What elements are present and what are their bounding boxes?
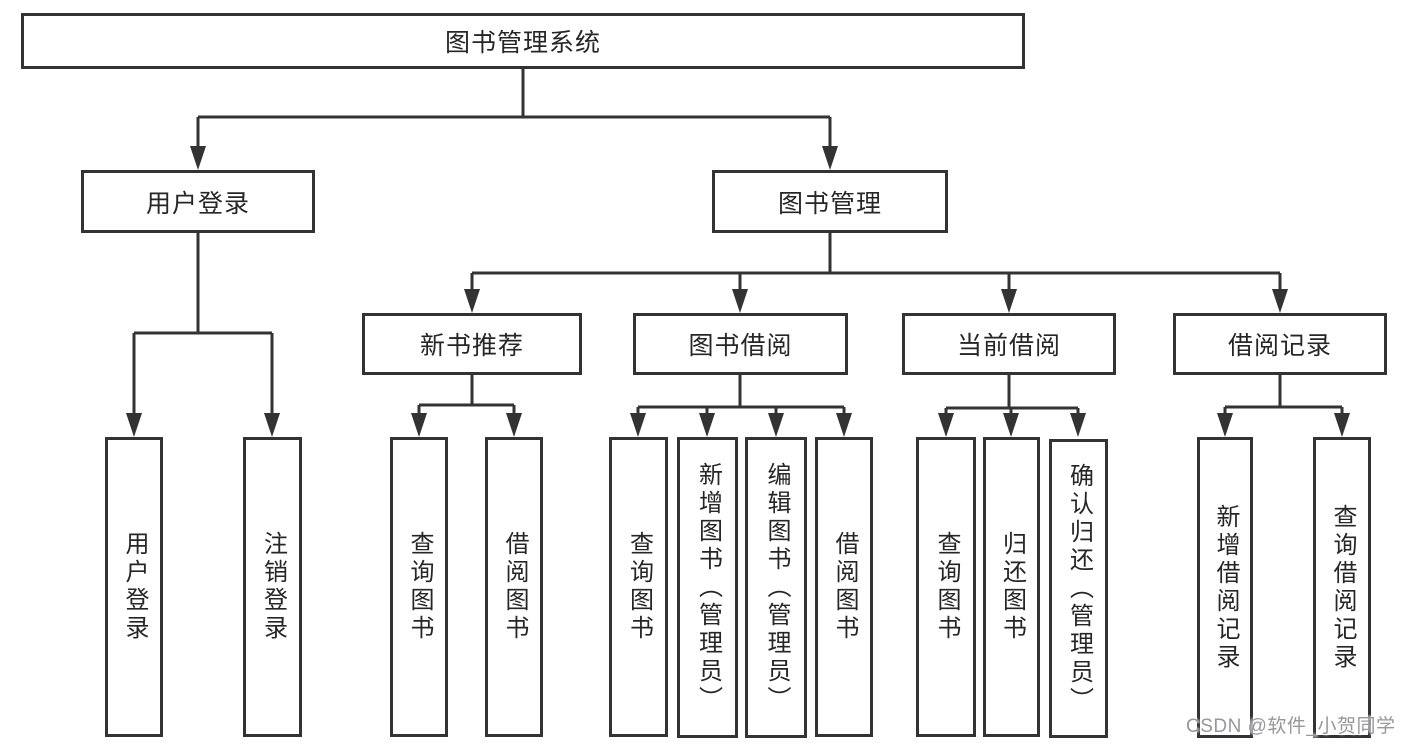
leaf-user-login-label: 用户登录: [121, 531, 148, 643]
leaf-records-add-record-label: 新增借阅记录: [1212, 503, 1239, 672]
leaf-newbook-borrow-books-label: 借阅图书: [501, 531, 528, 643]
arrowhead-icon: [126, 413, 142, 437]
arrowhead-icon: [464, 289, 480, 313]
node-user-login: 用户登录: [81, 170, 315, 233]
node-book-borrow-label: 图书借阅: [688, 332, 793, 360]
node-new-book-recommend: 新书推荐: [362, 313, 582, 375]
arrowhead-icon: [190, 146, 206, 170]
arrowhead-icon: [1070, 413, 1086, 437]
leaf-logout-login-label: 注销登录: [259, 531, 287, 643]
node-borrow-records: 借阅记录: [1173, 313, 1387, 375]
arrowhead-icon: [938, 413, 954, 437]
arrowhead-icon: [836, 413, 852, 437]
node-current-borrow: 当前借阅: [902, 313, 1116, 375]
arrowhead-icon: [822, 146, 838, 170]
arrowhead-icon: [1003, 413, 1019, 437]
leaf-records-query-record: 查询借阅记录: [1313, 437, 1371, 738]
leaf-borrow-add-books-admin: 新增图书（管理员）: [677, 437, 738, 738]
arrowhead-icon: [768, 413, 784, 437]
leaf-newbook-query-books-label: 查询图书: [406, 531, 433, 643]
leaf-current-return-books-label: 归还图书: [998, 531, 1026, 643]
leaf-borrow-query-books-label: 查询图书: [625, 531, 653, 643]
node-borrow-records-label: 借阅记录: [1227, 332, 1332, 360]
leaf-logout-login: 注销登录: [243, 437, 302, 737]
leaf-records-add-record: 新增借阅记录: [1197, 437, 1253, 738]
node-root-label: 图书管理系统: [444, 29, 601, 57]
arrowhead-icon: [699, 413, 715, 437]
leaf-borrow-borrow-books-label: 借阅图书: [831, 531, 858, 643]
node-new-book-recommend-label: 新书推荐: [419, 332, 524, 360]
leaf-user-login: 用户登录: [105, 437, 163, 737]
arrowhead-icon: [1001, 289, 1017, 313]
leaf-borrow-query-books: 查询图书: [609, 437, 668, 737]
arrowhead-icon: [411, 413, 427, 437]
node-book-management: 图书管理: [712, 170, 948, 233]
node-user-login-label: 用户登录: [145, 189, 250, 218]
leaf-records-query-record-label: 查询借阅记录: [1329, 503, 1356, 672]
arrowhead-icon: [1217, 413, 1233, 437]
arrowhead-icon: [630, 413, 646, 437]
arrowhead-icon: [1272, 289, 1288, 313]
node-current-borrow-label: 当前借阅: [956, 332, 1061, 360]
arrowhead-icon: [732, 289, 748, 313]
node-book-management-label: 图书管理: [777, 189, 882, 218]
arrowhead-icon: [264, 413, 280, 437]
arrowhead-icon: [506, 413, 522, 437]
node-root: 图书管理系统: [21, 13, 1025, 69]
watermark: CSDN @软件_小贺同学: [1186, 716, 1396, 737]
leaf-current-query-books-label: 查询图书: [933, 531, 960, 643]
leaf-current-confirm-return-admin-label: 确认归还（管理员）: [1065, 462, 1093, 715]
leaf-borrow-add-books-admin-label: 新增图书（管理员）: [694, 461, 722, 714]
leaf-borrow-borrow-books: 借阅图书: [815, 437, 873, 737]
leaf-current-query-books: 查询图书: [916, 437, 976, 737]
arrowhead-icon: [1334, 413, 1350, 437]
leaf-borrow-edit-books-admin-label: 编辑图书（管理员）: [763, 461, 790, 714]
leaf-newbook-query-books: 查询图书: [390, 437, 448, 737]
leaf-borrow-edit-books-admin: 编辑图书（管理员）: [745, 437, 807, 738]
node-book-borrow: 图书借阅: [633, 313, 848, 375]
leaf-current-confirm-return-admin: 确认归还（管理员）: [1049, 439, 1108, 738]
leaf-current-return-books: 归还图书: [983, 437, 1040, 737]
leaf-newbook-borrow-books: 借阅图书: [485, 437, 543, 737]
